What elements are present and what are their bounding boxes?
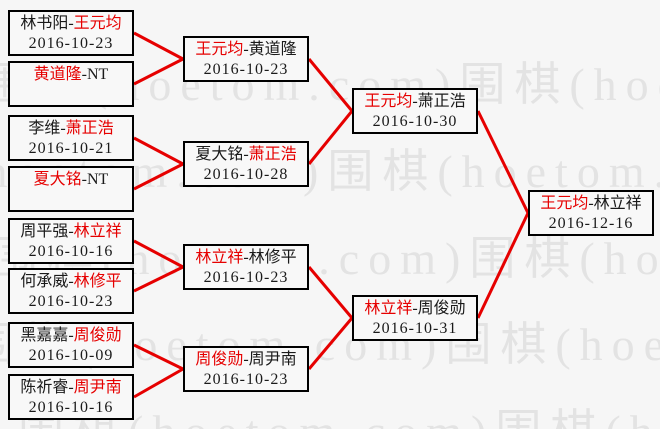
player-winner: 萧正浩 bbox=[65, 120, 114, 137]
connector-line bbox=[133, 162, 184, 191]
match-box-round2-1: 王元均-黄道隆 2016-10-23 bbox=[183, 36, 309, 82]
player-winner: 周俊勋 bbox=[195, 351, 244, 368]
match-players: 周平强-林立祥 bbox=[10, 222, 132, 242]
connector-line bbox=[307, 266, 354, 319]
match-players: 李维-萧正浩 bbox=[10, 119, 132, 139]
match-box-round1-5: 周平强-林立祥 2016-10-16 bbox=[8, 218, 134, 264]
connector-line bbox=[133, 265, 184, 293]
player-loser: 李维- bbox=[28, 120, 66, 137]
match-players: 王元均-林立祥 bbox=[530, 194, 652, 214]
match-box-round2-2: 夏大铭-萧正浩 2016-10-28 bbox=[183, 141, 309, 187]
player-winner: 夏大铭 bbox=[33, 171, 82, 188]
match-date: 2016-10-30 bbox=[372, 113, 458, 130]
match-box-round1-4: 夏大铭-NT bbox=[8, 166, 134, 212]
player-winner: 萧正浩 bbox=[248, 146, 297, 163]
match-box-semifinal-1: 王元均-萧正浩 2016-10-30 bbox=[352, 88, 478, 134]
connector-line bbox=[307, 110, 354, 165]
match-players: 夏大铭-萧正浩 bbox=[185, 145, 307, 165]
player-loser: -周尹南 bbox=[243, 351, 297, 368]
match-box-semifinal-2: 林立祥-周俊勋 2016-10-31 bbox=[352, 295, 478, 341]
player-loser: 周平强- bbox=[20, 223, 74, 240]
player-winner: 林立祥 bbox=[195, 249, 244, 266]
match-players: 夏大铭-NT bbox=[10, 170, 132, 190]
connector-line bbox=[307, 58, 354, 112]
match-box-round2-3: 林立祥-林修平 2016-10-23 bbox=[183, 244, 309, 290]
player-loser: -林修平 bbox=[243, 249, 297, 266]
player-winner: 黄道隆 bbox=[33, 66, 82, 83]
watermark-text-segment: 围棋(hoetom.com) bbox=[445, 319, 660, 370]
connector-line bbox=[133, 136, 184, 166]
match-players: 林书阳-王元均 bbox=[10, 14, 132, 34]
connector-line bbox=[133, 343, 184, 371]
match-players: 王元均-黄道隆 bbox=[185, 40, 307, 60]
connector-line bbox=[307, 317, 354, 370]
player-winner: 王元均 bbox=[540, 195, 589, 212]
match-players: 林立祥-周俊勋 bbox=[354, 299, 476, 319]
watermark-text-segment: 围棋(hoetom.com) bbox=[495, 406, 660, 429]
match-players: 林立祥-林修平 bbox=[185, 248, 307, 268]
player-loser: -黄道隆 bbox=[243, 41, 297, 58]
match-date: 2016-10-23 bbox=[203, 371, 289, 388]
watermark-text-segment: 围棋(hoetom.com) bbox=[327, 146, 660, 197]
match-date: 2016-10-21 bbox=[28, 140, 114, 157]
match-date: 2016-10-23 bbox=[203, 61, 289, 78]
match-date: 2016-10-23 bbox=[203, 269, 289, 286]
match-players: 黄道隆-NT bbox=[10, 65, 132, 85]
connector-line bbox=[133, 57, 184, 86]
player-loser: -NT bbox=[81, 66, 109, 83]
player-loser: 林书阳- bbox=[20, 15, 74, 32]
connector-line bbox=[476, 110, 530, 214]
match-box-round1-6: 何承威-林修平 2016-10-23 bbox=[8, 268, 134, 314]
match-box-round1-7: 黑嘉嘉-周俊勋 2016-10-09 bbox=[8, 322, 134, 368]
match-date: 2016-10-09 bbox=[28, 347, 114, 364]
watermark-text: 围棋(hoetom.com)围棋(hoetom.com) bbox=[18, 395, 660, 429]
watermark-text-segment: 围棋(hoetom.com) bbox=[18, 406, 495, 429]
match-box-round1-3: 李维-萧正浩 2016-10-21 bbox=[8, 115, 134, 161]
player-loser: -林立祥 bbox=[588, 195, 642, 212]
match-players: 何承威-林修平 bbox=[10, 272, 132, 292]
connector-line bbox=[133, 239, 184, 269]
player-loser: 陈祈睿- bbox=[20, 379, 74, 396]
match-players: 黑嘉嘉-周俊勋 bbox=[10, 326, 132, 346]
match-date: 2016-10-16 bbox=[28, 243, 114, 260]
match-players: 周俊勋-周尹南 bbox=[185, 350, 307, 370]
player-winner: 王元均 bbox=[73, 15, 122, 32]
player-winner: 林立祥 bbox=[73, 223, 122, 240]
match-date: 2016-10-31 bbox=[372, 320, 458, 337]
match-date: 2016-10-23 bbox=[28, 35, 114, 52]
connector-line bbox=[476, 212, 530, 319]
match-date: 2016-10-28 bbox=[203, 166, 289, 183]
watermark-text-segment: 围棋(hoetom.com) bbox=[459, 59, 660, 110]
player-loser: 黑嘉嘉- bbox=[20, 327, 74, 344]
connector-line bbox=[133, 31, 184, 61]
player-loser: 夏大铭- bbox=[195, 146, 249, 163]
match-box-final: 王元均-林立祥 2016-12-16 bbox=[528, 190, 654, 236]
match-players: 王元均-萧正浩 bbox=[354, 92, 476, 112]
match-box-round1-2: 黄道隆-NT bbox=[8, 61, 134, 107]
player-winner: 林立祥 bbox=[364, 300, 413, 317]
player-loser: -周俊勋 bbox=[412, 300, 466, 317]
match-box-round1-8: 陈祈睿-周尹南 2016-10-16 bbox=[8, 374, 134, 420]
match-date: 2016-10-23 bbox=[28, 293, 114, 310]
player-winner: 林修平 bbox=[73, 273, 122, 290]
player-loser: -NT bbox=[81, 171, 109, 188]
connector-line bbox=[133, 367, 184, 399]
player-winner: 王元均 bbox=[364, 93, 413, 110]
match-players: 陈祈睿-周尹南 bbox=[10, 378, 132, 398]
player-loser: -萧正浩 bbox=[412, 93, 466, 110]
match-date: 2016-10-16 bbox=[28, 399, 114, 416]
player-loser: 何承威- bbox=[20, 273, 74, 290]
watermark-text-segment: 围棋(hoetom.com) bbox=[469, 233, 660, 284]
player-winner: 王元均 bbox=[195, 41, 244, 58]
match-box-round1-1: 林书阳-王元均 2016-10-23 bbox=[8, 10, 134, 56]
match-box-round2-4: 周俊勋-周尹南 2016-10-23 bbox=[183, 346, 309, 392]
player-winner: 周尹南 bbox=[73, 379, 122, 396]
player-winner: 周俊勋 bbox=[73, 327, 122, 344]
match-date: 2016-12-16 bbox=[548, 215, 634, 232]
